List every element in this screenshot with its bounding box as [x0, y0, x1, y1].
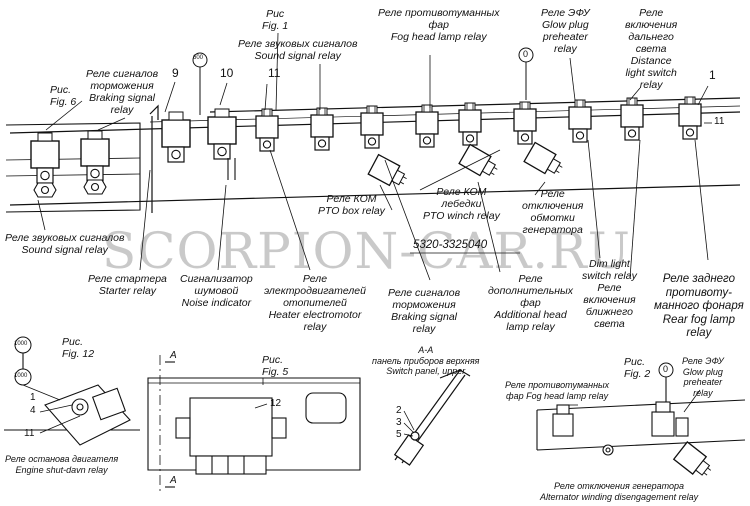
label-fig2: Рис.Fig. 2	[624, 356, 651, 380]
relay-glow-plug	[513, 101, 537, 145]
callout-600: 600	[193, 55, 204, 61]
part-number-11-fig12: 11	[24, 428, 35, 439]
callout-0-top: 0	[523, 49, 529, 59]
relay-10-noise	[207, 108, 237, 160]
part-number-code: 5320-3325040	[413, 239, 488, 251]
label-fig5: Рис.Fig. 5	[262, 354, 289, 378]
fig5-inset	[147, 355, 361, 495]
callout-1000-a: 1000	[14, 341, 28, 347]
relay-distance-light	[568, 99, 592, 143]
callout-1000-b: 1000	[14, 373, 28, 379]
part-number-2-aa: 2	[396, 405, 402, 416]
fig2-inset	[536, 377, 746, 456]
watermark: SCORPION-CAR.RU	[102, 222, 631, 280]
section-marker-a-top: A	[170, 350, 177, 361]
relay-sound	[310, 107, 334, 151]
part-number-1-fig12: 1	[30, 392, 36, 403]
label-fig6: Рис.Fig. 6	[50, 84, 77, 108]
fig6-braking-relay	[80, 130, 110, 182]
part-number-5-aa: 5	[396, 429, 402, 440]
part-number-10: 10	[220, 66, 234, 80]
part-number-11: 11	[268, 66, 281, 80]
relay-fog-a	[415, 104, 439, 148]
part-number-1: 1	[709, 68, 716, 82]
relay-pto-winch	[458, 143, 502, 183]
part-number-9: 9	[172, 66, 179, 80]
fig12-inset	[4, 353, 140, 446]
section-marker-a-bottom: A	[170, 475, 177, 486]
relay-dim-light	[620, 97, 644, 141]
relay-fog-b	[458, 102, 482, 146]
fig6-bolt-icons	[33, 179, 107, 198]
leader-lines	[37, 32, 712, 281]
part-number-4-fig12: 4	[30, 405, 36, 416]
relay-1-rear-fog	[678, 96, 702, 140]
relay-11-heater	[255, 108, 279, 152]
relay-braking	[360, 105, 384, 149]
relay-9-starter	[161, 111, 191, 163]
relay-alternator-coil	[523, 141, 567, 181]
label-fig12: Рис.Fig. 12	[62, 336, 95, 360]
fig2-alternator-relay	[673, 441, 717, 483]
noise-indicator-cable	[227, 158, 236, 180]
part-number-12-fig5: 12	[270, 398, 282, 409]
section-aa-inset	[393, 369, 471, 466]
relay-pto-box	[367, 154, 412, 192]
main-relay-row	[161, 96, 702, 163]
callout-markers	[14, 47, 674, 386]
part-number-3-aa: 3	[396, 417, 402, 428]
callout-0-fig2: 0	[663, 364, 669, 374]
fig6-inset-panel	[5, 122, 141, 213]
part-number-11-right: 11	[714, 116, 725, 127]
